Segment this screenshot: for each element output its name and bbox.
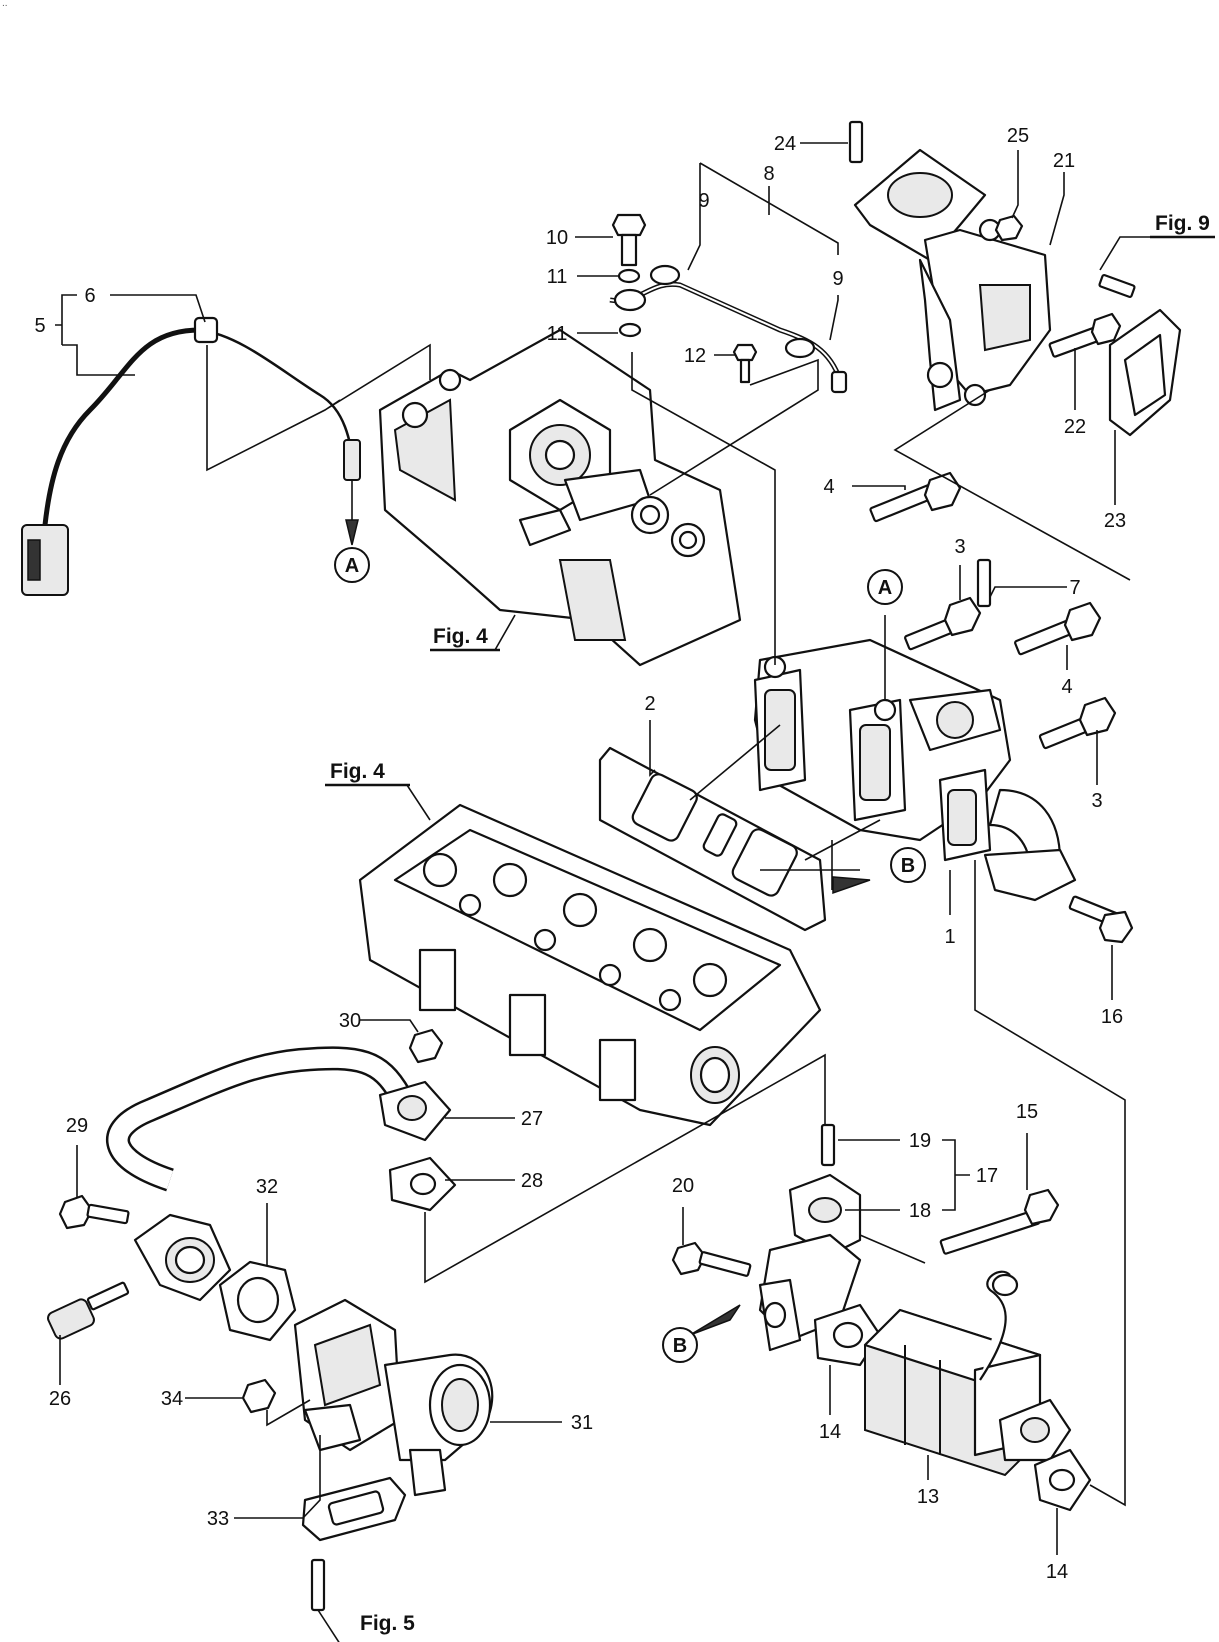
callout-24: 24 (774, 133, 796, 155)
callout-1: 1 (944, 926, 955, 948)
callout-23: 23 (1104, 510, 1126, 532)
part-31-egr-valve (293, 1298, 494, 1497)
callout-27: 27 (521, 1108, 543, 1130)
part-8-pipe (609, 264, 848, 394)
part-20-bolt (671, 1241, 752, 1277)
part-number-callouts: 1 2 3 3 4 4 5 6 7 8 9 9 10 11 11 12 13 1… (34, 125, 1126, 1583)
leader-lines (55, 142, 1215, 1642)
callout-12: 12 (684, 345, 706, 367)
callout-17: 17 (976, 1165, 998, 1187)
fig-9-reference[interactable]: Fig. 9 (1155, 212, 1210, 235)
svg-text:A: A (878, 577, 892, 599)
marker-b-left: B (662, 1304, 741, 1363)
part-27-egr-pipe (106, 1046, 452, 1192)
fig-5-reference[interactable]: Fig. 5 (360, 1612, 415, 1635)
part-34-nut (241, 1378, 277, 1414)
callout-5: 5 (34, 315, 45, 337)
part-stud-fig9 (1098, 274, 1136, 298)
part-18-bracket (758, 1173, 862, 1352)
callout-3: 3 (1091, 790, 1102, 812)
callout-19: 19 (909, 1130, 931, 1152)
callout-11: 11 (547, 323, 568, 345)
part-stud-fig5 (310, 1558, 326, 1612)
part-bolts-manifold (869, 471, 1134, 944)
part-13-egr-cooler (863, 1270, 1072, 1477)
callout-25: 25 (1007, 125, 1029, 147)
callout-16: 16 (1101, 1006, 1123, 1028)
callout-32: 32 (256, 1176, 278, 1198)
valve-cover (378, 328, 742, 667)
svg-text:B: B (901, 855, 915, 877)
cylinder-head (358, 803, 822, 1127)
svg-text:B: B (673, 1335, 687, 1357)
fig-4-reference-middle[interactable]: Fig. 4 (330, 760, 385, 783)
part-22-bolt (1048, 312, 1122, 358)
part-32-gasket (218, 1260, 297, 1342)
part-29-bolt (58, 1194, 130, 1230)
part-23-gasket (1108, 308, 1182, 437)
part-25-nut (994, 214, 1024, 242)
callout-8: 8 (763, 163, 774, 185)
callout-9: 9 (832, 268, 843, 290)
part-26-temp-sensor (47, 1281, 130, 1340)
part-2-gasket (598, 746, 827, 932)
callout-21: 21 (1053, 150, 1075, 172)
part-15-bolt (939, 1188, 1060, 1255)
part-24-stud (848, 120, 864, 164)
part-1-manifold (753, 638, 1077, 902)
callout-30: 30 (339, 1010, 361, 1032)
callout-26: 26 (49, 1388, 71, 1410)
part-30-nut (408, 1028, 444, 1064)
callout-33: 33 (207, 1508, 229, 1530)
callout-4: 4 (823, 476, 834, 498)
callout-9: 9 (698, 190, 709, 212)
fig-4-reference-top[interactable]: Fig. 4 (433, 625, 488, 648)
callout-34: 34 (161, 1388, 183, 1410)
part-5-sensor-harness (21, 316, 361, 596)
svg-text:A: A (345, 555, 359, 577)
callout-13: 13 (917, 1486, 939, 1508)
corner-mark: .. (2, 0, 8, 9)
callout-3: 3 (954, 536, 965, 558)
part-14-gasket-right (1033, 1448, 1092, 1512)
callout-20: 20 (672, 1175, 694, 1197)
callout-14: 14 (819, 1421, 841, 1443)
callout-18: 18 (909, 1200, 931, 1222)
callout-28: 28 (521, 1170, 543, 1192)
marker-b-right: B (832, 847, 926, 895)
part-28-gasket (388, 1156, 457, 1212)
marker-a-left: A (334, 519, 370, 583)
callout-6: 6 (84, 285, 95, 307)
callout-14: 14 (1046, 1561, 1068, 1583)
callout-4: 4 (1061, 676, 1072, 698)
part-19-stud (820, 1123, 836, 1167)
pipe-outlet-flange (133, 1213, 232, 1302)
part-33-gasket (301, 1476, 407, 1542)
callout-22: 22 (1064, 416, 1086, 438)
part-12-bolt (732, 343, 758, 384)
callout-11: 11 (547, 266, 568, 288)
callout-2: 2 (644, 693, 655, 715)
callout-10: 10 (546, 227, 568, 249)
marker-a-right: A (867, 569, 903, 605)
callout-31: 31 (571, 1412, 593, 1434)
part-21-flange-bracket (853, 148, 1052, 412)
part-10-11-banjo-bolt (611, 213, 647, 338)
callout-15: 15 (1016, 1101, 1038, 1123)
callout-7: 7 (1069, 577, 1080, 599)
callout-29: 29 (66, 1115, 88, 1137)
